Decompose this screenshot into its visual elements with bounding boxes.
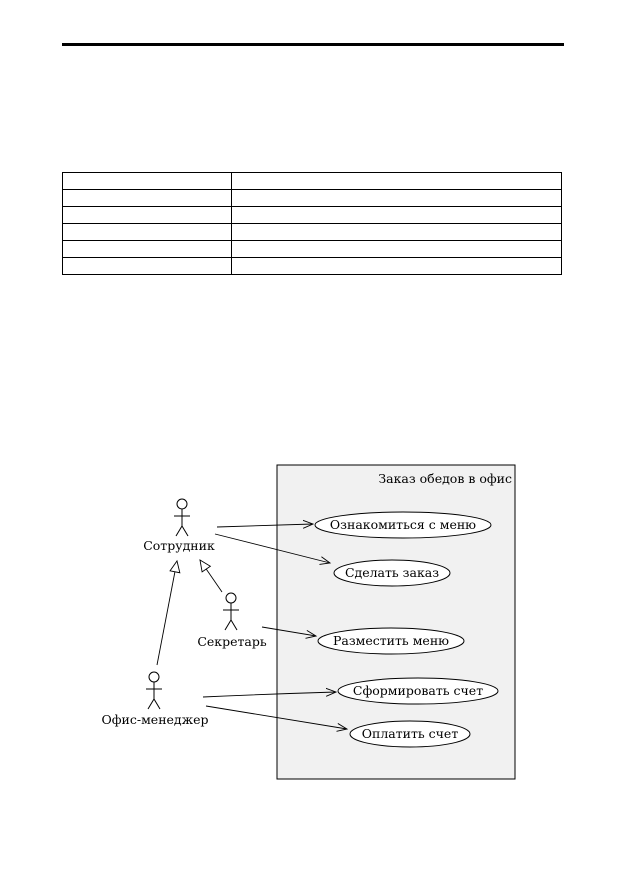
top-rule (62, 43, 564, 46)
use-case-view-menu: Ознакомиться с меню (314, 511, 492, 539)
association-arrow (205, 705, 347, 729)
table-row (62, 240, 562, 258)
stick-figure-icon (146, 671, 162, 710)
use-case-pay-invoice: Оплатить счет (349, 720, 471, 748)
actor-label: Секретарь (197, 634, 267, 649)
stick-figure-icon (174, 498, 190, 537)
boundary-title: Заказ обедов в офис (378, 471, 512, 486)
actor-employee: Сотрудник (143, 498, 215, 553)
association-arrow (261, 626, 316, 636)
association-arrow (216, 524, 313, 527)
use-case-create-invoice: Сформировать счет (337, 677, 499, 705)
use-case-label: Оплатить счет (362, 726, 459, 741)
actor-office-manager: Офис-менеджер (101, 671, 209, 727)
actor-secretary: Секретарь (197, 592, 267, 649)
use-case-post-menu: Разместить меню (317, 627, 465, 655)
table-row (62, 223, 562, 241)
generalization-arrow (199, 559, 223, 593)
use-case-place-order: Сделать заказ (333, 559, 451, 587)
use-case-label: Ознакомиться с меню (330, 517, 476, 532)
use-case-label: Разместить меню (333, 633, 449, 648)
table-cell (231, 257, 562, 275)
use-case-label: Сформировать счет (353, 683, 483, 698)
use-case-label: Сделать заказ (345, 565, 439, 580)
generalization-arrow (156, 559, 181, 666)
empty-table (62, 172, 562, 275)
stick-figure-icon (223, 592, 239, 631)
actor-label: Сотрудник (143, 538, 215, 553)
table-row (62, 257, 562, 275)
association-arrow (202, 692, 336, 698)
actor-label: Офис-менеджер (101, 712, 208, 727)
association-arrow (214, 533, 330, 563)
